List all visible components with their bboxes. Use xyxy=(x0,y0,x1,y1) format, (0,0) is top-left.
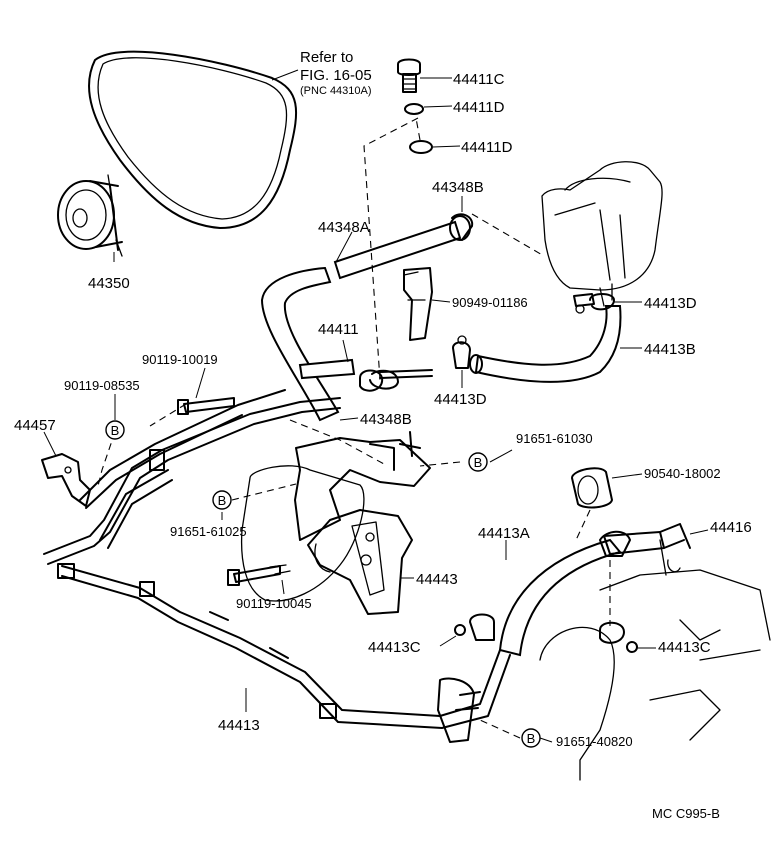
b-marker: B xyxy=(468,452,488,472)
b-marker: B xyxy=(105,420,125,440)
pressure-tube-44411 xyxy=(298,358,433,392)
label-44413: 44413 xyxy=(218,717,260,734)
label-44413D-right: 44413D xyxy=(644,295,697,312)
label-44443: 44443 xyxy=(416,571,458,588)
label-44348B-mid: 44348B xyxy=(360,411,412,428)
label-44413C-left: 44413C xyxy=(368,639,421,656)
label-90949-01186: 90949-01186 xyxy=(452,295,528,310)
bracket-44457 xyxy=(41,453,91,507)
dashed-leaders xyxy=(97,117,611,739)
label-44411D-1: 44411D xyxy=(453,99,505,116)
svg-text:B: B xyxy=(527,731,536,746)
label-44413C-right: 44413C xyxy=(658,639,711,656)
b-marker: B xyxy=(521,728,541,748)
pressure-hose-44413A xyxy=(437,523,691,743)
refer-line-3: (PNC 44310A) xyxy=(300,85,372,97)
return-pipe-44413 xyxy=(43,389,511,729)
label-44413B: 44413B xyxy=(644,341,696,358)
label-90119-10045: 90119-10045 xyxy=(236,596,312,611)
reservoir-tank xyxy=(541,161,663,307)
bolts xyxy=(177,293,595,586)
label-44413D-mid: 44413D xyxy=(434,391,487,408)
label-44411: 44411 xyxy=(318,321,359,338)
label-44348B-top: 44348B xyxy=(432,179,484,196)
leader-lines xyxy=(43,69,709,743)
bolt-markers: B B B B xyxy=(105,420,541,748)
label-44411C: 44411C xyxy=(453,71,505,88)
label-44348A: 44348A xyxy=(318,219,370,236)
label-44416: 44416 xyxy=(710,519,752,536)
refer-line-2: FIG. 16-05 xyxy=(300,67,372,84)
label-91651-61025: 91651-61025 xyxy=(170,524,247,539)
label-44413A: 44413A xyxy=(478,525,530,542)
svg-text:B: B xyxy=(111,423,120,438)
label-91651-40820: 91651-40820 xyxy=(556,734,633,749)
label-44457: 44457 xyxy=(14,417,56,434)
svg-text:B: B xyxy=(474,455,483,470)
footer-code: MC C995-B xyxy=(652,806,720,821)
refer-line-1: Refer to xyxy=(300,49,353,66)
label-90119-10019: 90119-10019 xyxy=(142,352,218,367)
hose-bracket xyxy=(403,267,433,341)
clamps-44413C xyxy=(454,613,638,653)
part-labels: Refer to FIG. 16-05 (PNC 44310A) 44411C … xyxy=(14,49,752,821)
b-marker: B xyxy=(212,490,232,510)
upper-hoses xyxy=(260,213,622,422)
steering-gear-outline xyxy=(539,569,771,781)
svg-text:B: B xyxy=(218,493,227,508)
label-44350: 44350 xyxy=(88,275,130,292)
drive-belt xyxy=(88,50,298,229)
label-90540-18002: 90540-18002 xyxy=(644,466,721,481)
label-91651-61030: 91651-61030 xyxy=(516,431,593,446)
pump-bracket xyxy=(240,431,431,615)
label-90119-08535: 90119-08535 xyxy=(64,378,140,393)
cap-90540 xyxy=(571,467,613,509)
reservoir-cap-group xyxy=(397,58,433,154)
idler-pulley xyxy=(57,174,123,257)
label-44411D-2: 44411D xyxy=(461,139,513,156)
